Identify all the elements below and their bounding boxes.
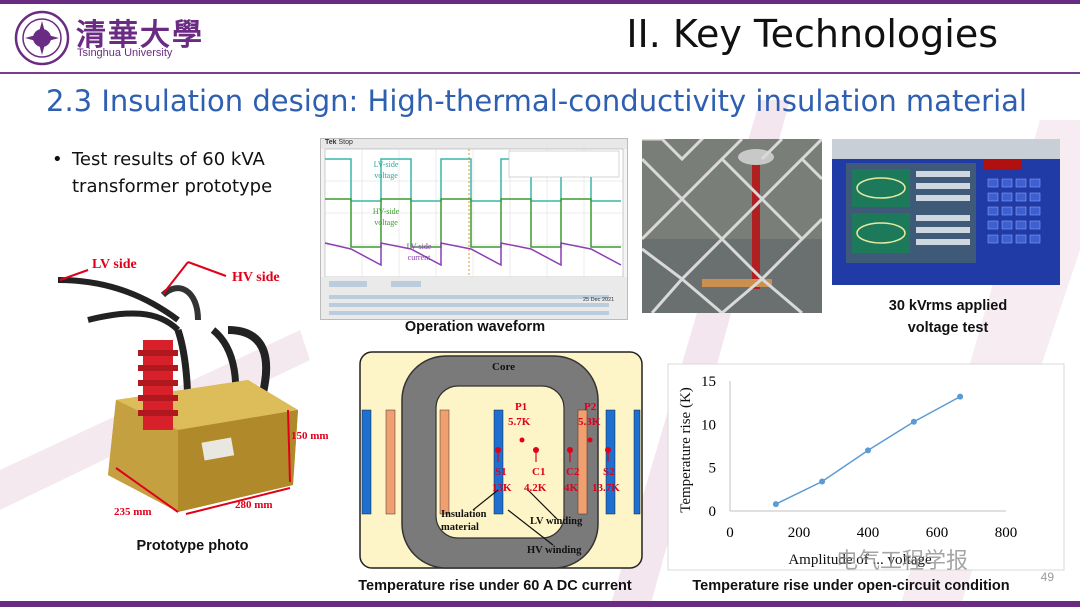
diagram-c2: C2 [566,466,580,478]
osc-hv-voltage-label: HV-side voltage [372,207,400,227]
diagram-s2: S2 [603,466,615,478]
chart-y-tick-label: 5 [709,461,717,477]
chart-x-tick-label: 0 [726,525,734,541]
chart-data-point [957,393,964,400]
oscilloscope-screenshot: Tek Stop LV-side voltage HV-side voltage… [320,138,628,320]
label-hv-side: HV side [232,270,280,285]
cage-photo-image [642,139,822,313]
label-dim-150: 150 mm [291,430,329,442]
osc-lv-current-label: LV-side current [406,242,432,262]
diagram-core-label: Core [492,361,516,373]
chart-data-point [910,418,917,425]
equipment-display-image [832,139,1060,285]
caption-voltage-test: 30 kVrms applied voltage test [858,295,1038,339]
diagram-s2-value: 13.7K [592,482,620,494]
bullet-dot: • [52,149,63,170]
chart-data-point [865,447,871,454]
chart-x-tick-label: 400 [857,525,880,541]
label-lv-side: LV side [92,257,137,272]
diagram-p1-value: 5.7K [508,416,531,428]
section-title: 2.3 Insulation design: High-thermal-cond… [46,84,1027,118]
top-bar [0,0,1080,4]
oscilloscope-waveform [321,139,627,319]
bullet-text: Test results of 60 kVA transformer proto… [72,149,273,197]
diagram-c2-value: 4K [564,482,579,494]
label-dim-235: 235 mm [114,506,152,518]
voltage-test-cage-photo [642,139,822,313]
osc-brand-text: Tek [325,139,337,146]
label-dim-280: 280 mm [235,499,273,511]
header-divider [0,72,1080,74]
diagram-lv-winding-label: LV winding [530,516,583,527]
diagram-p2-value: 5.3K [578,416,601,428]
diagram-s1-value: 13K [492,482,512,494]
temperature-rise-chart: 0 5 10 15 0 200 400 600 800 Temperature rise (K… [667,363,1065,571]
slide-title: II. Key Technologies [626,12,998,56]
caption-prototype-photo: Prototype photo [136,538,249,554]
diagram-s1: S1 [495,466,507,478]
test-equipment-display-photo [832,139,1060,285]
osc-date: 25 Dec 2021 [583,297,615,303]
diagram-hv-winding-label: HV winding [527,545,582,556]
diagram-p2: P2 [584,401,597,413]
diagram-p1: P1 [515,401,528,413]
chart-y-tick-label: 15 [701,374,716,390]
chart-y-label: Temperature rise (K) [678,387,694,513]
bottom-bar [0,601,1080,607]
caption-operation-waveform: Operation waveform [404,319,546,335]
logo-english: Tsinghua University [77,47,173,59]
chart-x-tick-label: 200 [788,525,811,541]
osc-lv-voltage-label: LV-side voltage [373,160,399,180]
transformer-cross-section-diagram [359,351,643,569]
prototype-transformer-photo [57,261,298,515]
diagram-c1-value: 4.2K [524,482,547,494]
caption-voltage-test-line2: voltage test [907,320,989,336]
chart-y-tick-label: 0 [709,504,717,520]
chart-x-label: Amplitude of ... voltage [788,552,932,568]
bullet-item: • Test results of 60 kVA transformer pro… [52,146,302,200]
chart-data-point [772,501,779,508]
caption-dc-current: Temperature rise under 60 A DC current [358,578,632,594]
caption-open-circuit: Temperature rise under open-circuit cond… [692,578,1010,594]
diagram-insulation-label: Insulation material [441,509,487,533]
page-number: 49 [1040,570,1054,584]
tsinghua-seal-icon [14,10,70,66]
chart-data-point [819,478,826,485]
watermark-text: 电气工程学报 [836,549,969,574]
chart-x-tick-label: 800 [995,525,1018,541]
logo-chinese: 清華大學 [76,18,204,53]
chart-x-tick-label: 600 [926,525,949,541]
chart-y-tick-label: 10 [701,417,716,433]
caption-voltage-test-line1: 30 kVrms applied [888,298,1008,314]
osc-brand: Tek Stop [325,139,353,146]
osc-mode: Stop [338,139,353,146]
diagram-c1: C1 [532,466,546,478]
